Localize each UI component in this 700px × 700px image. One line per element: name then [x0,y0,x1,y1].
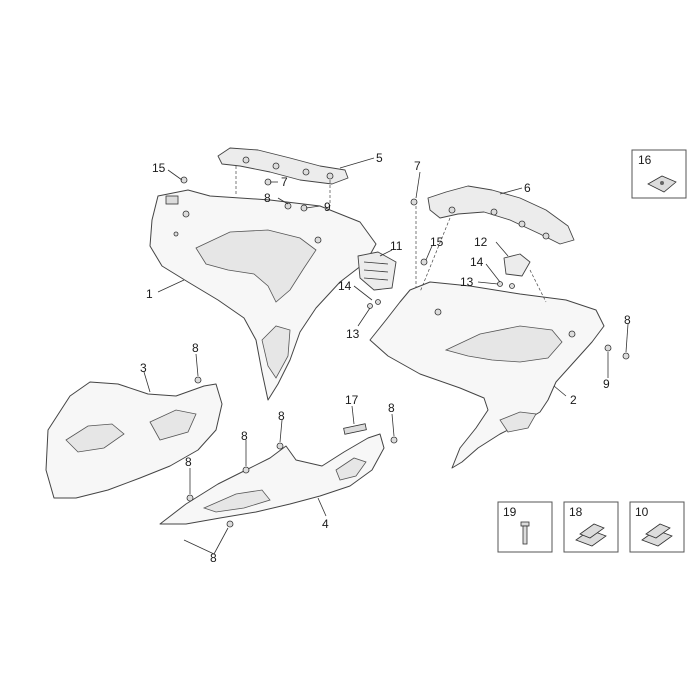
callout-labels: 15 5 7 8 9 7 6 11 15 12 14 13 14 13 1 8 … [140,151,631,565]
callout-15-top-left: 15 [152,161,166,175]
part-3-lower-panel [45,381,223,499]
callout-14-left: 14 [338,279,352,293]
assembly-lines [235,166,547,303]
callout-8-right-fairing: 8 [624,313,631,327]
part-1-left-fairing [149,189,377,401]
callout-14-right: 14 [470,255,484,269]
callout-7-right: 7 [414,159,421,173]
callout-1: 1 [146,287,153,301]
inset-19: 19 [497,501,553,553]
callout-3: 3 [140,361,147,375]
callout-8-bottom: 8 [210,551,217,565]
callout-2: 2 [570,393,577,407]
callout-4: 4 [322,517,329,531]
callout-8-upper: 8 [264,191,271,205]
callout-6: 6 [524,181,531,195]
part-6-bracket [427,185,575,245]
part-4-belly-pan [159,433,385,525]
part-5-bracket [217,147,349,185]
callout-9-left: 9 [324,200,331,214]
callout-8-belly-mid: 8 [241,429,248,443]
inset-18-label: 18 [569,505,583,519]
part-12-clip [503,253,531,277]
callout-13-right: 13 [460,275,474,289]
callout-8-panel-3: 8 [192,341,199,355]
callout-8-belly-left: 8 [185,455,192,469]
callout-12: 12 [474,235,488,249]
callout-17: 17 [345,393,359,407]
part-2-right-fairing [369,281,605,469]
part-17-bolt [343,423,367,435]
callout-5: 5 [376,151,383,165]
callout-15-middle: 15 [430,235,444,249]
inset-10: 10 [629,501,685,553]
callout-9-right: 9 [603,377,610,391]
inset-19-label: 19 [503,505,517,519]
inset-16: 16 [631,149,687,199]
callout-8-belly-right: 8 [388,401,395,415]
part-11-mesh [357,251,397,291]
callout-11: 11 [390,239,403,253]
callout-7-left: 7 [281,175,288,189]
inset-18: 18 [563,501,619,553]
hardware-fasteners [180,176,630,528]
leader-lines [143,157,629,555]
callout-13-left: 13 [346,327,360,341]
callout-8-belly-top: 8 [278,409,285,423]
inset-10-label: 10 [635,505,649,519]
inset-16-label: 16 [638,153,652,167]
